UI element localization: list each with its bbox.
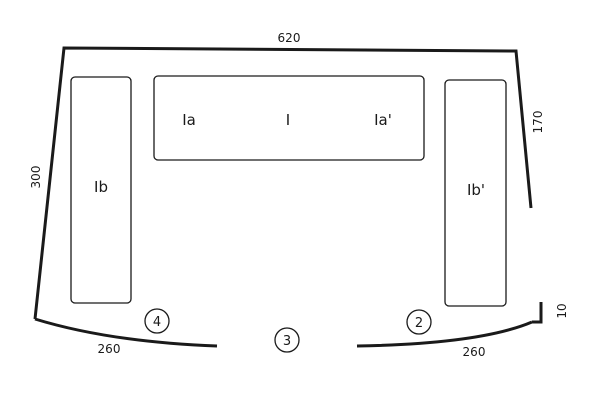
- marker-3-circle: [274, 327, 300, 353]
- dimension-bottom-left: 260: [98, 342, 121, 356]
- zone-label-top-right: Ia': [374, 111, 392, 129]
- dimension-top: 620: [278, 31, 301, 45]
- zone-label-right: Ib': [467, 181, 485, 199]
- right-corner-wall: [532, 302, 543, 324]
- left-top-wall: [33, 46, 533, 320]
- zone-left-bench: [70, 76, 132, 304]
- bottom-left-wall: [34, 317, 218, 348]
- marker-4-circle: [144, 308, 170, 334]
- zone-right-bench: [444, 79, 507, 307]
- marker-3-label: 3: [283, 334, 291, 349]
- marker-2-circle: [406, 309, 432, 335]
- zone-label-left: Ib: [94, 178, 108, 196]
- bottom-right-wall: [356, 320, 533, 348]
- dimension-left: 300: [29, 166, 43, 189]
- dimension-small-right: 10: [555, 303, 569, 318]
- dimension-right: 170: [531, 111, 545, 134]
- zone-label-top-center: I: [286, 111, 290, 129]
- zone-top-bench: [153, 75, 425, 161]
- marker-2-label: 2: [415, 316, 423, 331]
- marker-4-label: 4: [153, 315, 161, 330]
- zone-label-top-left: Ia: [182, 111, 196, 129]
- dimension-bottom-right: 260: [463, 345, 486, 359]
